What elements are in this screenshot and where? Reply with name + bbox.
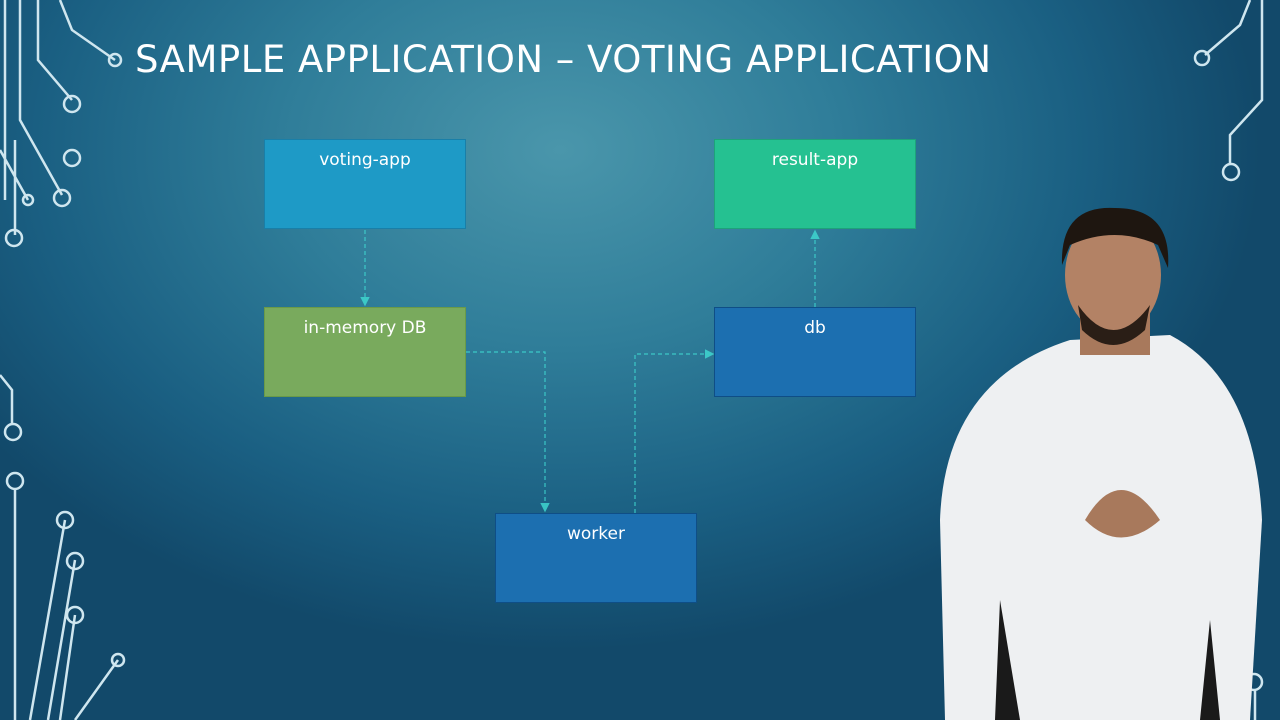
slide-title: SAMPLE APPLICATION – VOTING APPLICATION xyxy=(135,38,992,81)
node-result-app: result-app xyxy=(714,139,916,229)
node-label: db xyxy=(804,318,826,338)
edge-memory-to-worker xyxy=(466,351,550,513)
edge-worker-to-db xyxy=(634,349,715,513)
node-worker: worker xyxy=(495,513,697,603)
node-label: result-app xyxy=(771,150,859,170)
node-label: worker xyxy=(567,524,625,544)
presenter-image xyxy=(940,207,1262,720)
node-voting-app: voting-app xyxy=(264,139,466,229)
node-label: voting-app xyxy=(319,150,411,170)
node-db: db xyxy=(714,307,916,397)
node-in-memory-db: in-memory DB xyxy=(264,307,466,397)
node-label: in-memory DB xyxy=(303,318,427,338)
circuit-decoration-left xyxy=(0,0,126,720)
